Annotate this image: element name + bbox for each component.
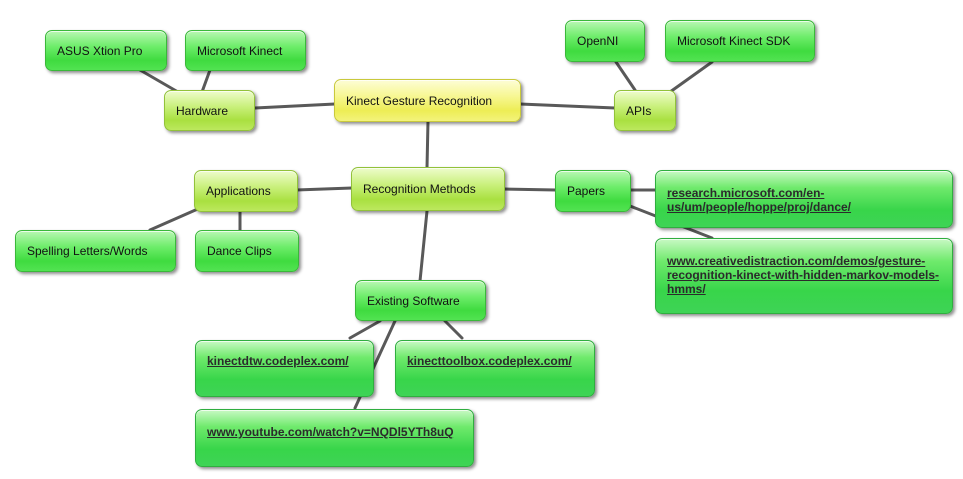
- node-spelling-letters-words[interactable]: Spelling Letters/Words: [15, 230, 176, 272]
- topic-recognition-methods[interactable]: Recognition Methods: [351, 167, 505, 211]
- node-asus-xtion-pro-label: ASUS Xtion Pro: [57, 43, 143, 58]
- connector-methods-software: [418, 209, 429, 283]
- node-openni[interactable]: OpenNI: [565, 20, 645, 62]
- connector-software-link2: [443, 319, 464, 340]
- node-openni-label: OpenNI: [577, 34, 619, 48]
- central-topic[interactable]: Kinect Gesture Recognition: [334, 79, 521, 122]
- topic-existing-software[interactable]: Existing Software: [355, 280, 486, 321]
- connector-apis-openni: [614, 60, 637, 92]
- connector-apis-sdk: [668, 60, 714, 94]
- papers-link-microsoft-research[interactable]: research.microsoft.com/en-us/um/people/h…: [655, 170, 953, 228]
- connector-methods-papers: [502, 187, 558, 192]
- connector-central-methods: [425, 119, 430, 170]
- connector-methods-applications: [294, 186, 354, 192]
- node-microsoft-kinect-label: Microsoft Kinect: [197, 43, 283, 58]
- connector-hardware-kinect: [200, 68, 212, 94]
- software-link-kinecttoolbox[interactable]: kinecttoolbox.codeplex.com/: [395, 340, 595, 397]
- software-link-youtube[interactable]: www.youtube.com/watch?v=NQDl5YTh8uQ: [195, 409, 474, 467]
- node-dance-clips[interactable]: Dance Clips: [195, 230, 299, 272]
- topic-recognition-methods-label: Recognition Methods: [363, 182, 476, 196]
- connector-applications-spelling: [148, 206, 202, 232]
- topic-applications-label: Applications: [206, 184, 271, 198]
- papers-link-creativedistraction-text[interactable]: www.creativedistraction.com/demos/gestur…: [667, 254, 940, 296]
- topic-hardware-label: Hardware: [176, 103, 229, 118]
- topic-existing-software-label: Existing Software: [367, 293, 460, 308]
- connector-software-link1: [348, 319, 382, 340]
- node-spelling-letters-words-label: Spelling Letters/Words: [27, 244, 148, 258]
- software-link-kinectdtw[interactable]: kinectdtw.codeplex.com/: [195, 340, 374, 397]
- node-dance-clips-label: Dance Clips: [207, 244, 272, 258]
- papers-link-creativedistraction[interactable]: www.creativedistraction.com/demos/gestur…: [655, 238, 953, 314]
- software-link-youtube-text[interactable]: www.youtube.com/watch?v=NQDl5YTh8uQ: [207, 425, 454, 439]
- central-topic-label: Kinect Gesture Recognition: [346, 93, 493, 108]
- topic-papers-label: Papers: [567, 184, 606, 198]
- node-microsoft-kinect[interactable]: Microsoft Kinect: [185, 30, 306, 71]
- connector-hardware-asus: [138, 68, 180, 94]
- topic-papers[interactable]: Papers: [555, 170, 631, 212]
- node-microsoft-kinect-sdk[interactable]: Microsoft Kinect SDK: [665, 20, 815, 62]
- topic-applications[interactable]: Applications: [194, 170, 298, 212]
- software-link-kinecttoolbox-text[interactable]: kinecttoolbox.codeplex.com/: [407, 354, 572, 368]
- connector-central-apis: [518, 102, 617, 110]
- papers-link-microsoft-research-text[interactable]: research.microsoft.com/en-us/um/people/h…: [667, 186, 852, 214]
- topic-hardware[interactable]: Hardware: [164, 90, 255, 131]
- node-asus-xtion-pro[interactable]: ASUS Xtion Pro: [45, 30, 167, 71]
- topic-apis[interactable]: APIs: [614, 90, 676, 131]
- software-link-kinectdtw-text[interactable]: kinectdtw.codeplex.com/: [207, 354, 349, 368]
- node-microsoft-kinect-sdk-label: Microsoft Kinect SDK: [677, 34, 791, 48]
- connector-central-hardware: [253, 102, 337, 110]
- topic-apis-label: APIs: [626, 103, 652, 118]
